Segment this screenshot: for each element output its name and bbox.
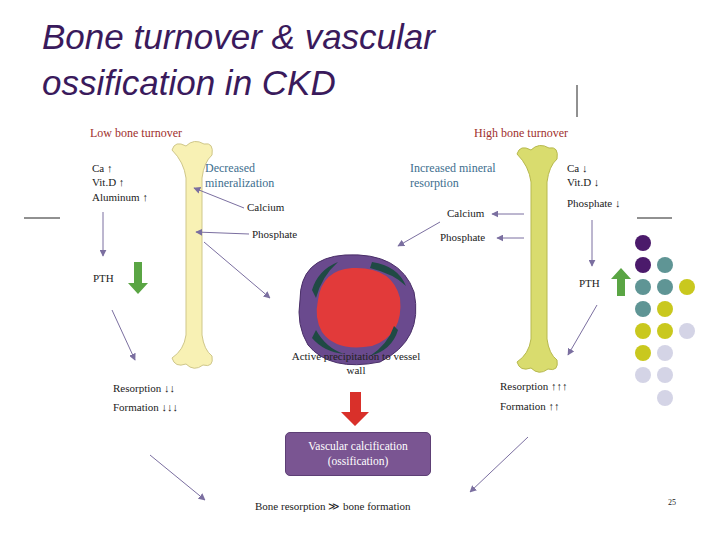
leader-arrow bbox=[196, 232, 249, 234]
dot bbox=[657, 257, 673, 273]
leader-arrow bbox=[492, 214, 524, 215]
slide-number: 25 bbox=[668, 497, 676, 508]
dot bbox=[635, 257, 651, 273]
leader-arrow bbox=[194, 188, 244, 208]
condition-text: Vit.D ↓ bbox=[567, 175, 599, 189]
leader-arrow bbox=[204, 242, 270, 298]
condition-text: Vit.D ↑ bbox=[92, 175, 124, 189]
divider-line bbox=[24, 218, 60, 219]
outcome-text: Resorption ↑↑↑ bbox=[500, 379, 568, 393]
pth-up-arrow bbox=[611, 268, 631, 296]
dot-grid bbox=[635, 235, 695, 406]
dot bbox=[657, 279, 673, 295]
vessel-lumen bbox=[317, 268, 401, 348]
leader-arrow bbox=[497, 238, 524, 239]
leader-arrow bbox=[112, 310, 135, 360]
dot bbox=[657, 345, 673, 361]
condition-text: Aluminum ↑ bbox=[92, 190, 148, 204]
slide-title: Bone turnover & vascular ossification in… bbox=[42, 14, 562, 106]
vessel-cross-section bbox=[299, 255, 416, 365]
leader-arrow bbox=[592, 220, 593, 266]
section-heading: High bone turnover bbox=[474, 126, 568, 141]
divider-line bbox=[637, 218, 672, 219]
bone-low-turnover bbox=[172, 141, 212, 368]
mineral-label: Calcium bbox=[447, 206, 484, 220]
calcium-deposit bbox=[312, 262, 338, 298]
process-note: Decreased mineralization bbox=[205, 161, 297, 191]
process-note: Increased mineral resorption bbox=[410, 161, 510, 191]
section-heading: Low bone turnover bbox=[90, 126, 182, 141]
summary-text: Bone resorption ≫ bone formation bbox=[255, 499, 411, 513]
divider-line bbox=[577, 85, 578, 117]
outcome-text: Formation ↑↑ bbox=[500, 399, 560, 413]
red-down-arrow bbox=[341, 392, 369, 426]
dot bbox=[657, 323, 673, 339]
calcium-deposit bbox=[370, 262, 406, 286]
leader-arrow bbox=[150, 455, 205, 500]
dot bbox=[657, 367, 673, 383]
dot bbox=[635, 367, 651, 383]
outcome-text: Formation ↓↓↓ bbox=[113, 400, 178, 414]
leader-lines bbox=[103, 188, 597, 500]
dot bbox=[635, 301, 651, 317]
pth-down-arrow bbox=[128, 262, 148, 294]
process-note: Active precipitation to vessel wall bbox=[286, 349, 426, 377]
box-text: Vascular calcification (ossification) bbox=[286, 437, 430, 471]
dot bbox=[657, 301, 673, 317]
leader-arrow bbox=[398, 222, 440, 246]
mineral-label: Phosphate bbox=[440, 230, 485, 244]
dot bbox=[657, 390, 673, 406]
hormone-label: PTH bbox=[93, 271, 114, 285]
dot bbox=[635, 323, 651, 339]
mineral-label: Phosphate bbox=[252, 227, 297, 241]
leader-arrow bbox=[568, 305, 597, 355]
dot bbox=[679, 323, 695, 339]
leader-arrow bbox=[103, 212, 104, 256]
dot bbox=[635, 345, 651, 361]
bone-high-turnover bbox=[517, 145, 557, 372]
condition-text: Ca ↓ bbox=[567, 161, 587, 175]
dot bbox=[635, 279, 651, 295]
condition-text: Phosphate ↓ bbox=[567, 196, 620, 210]
hormone-label: PTH bbox=[579, 276, 600, 290]
outcome-text: Resorption ↓↓ bbox=[113, 381, 175, 395]
vessel-wall bbox=[299, 255, 416, 365]
dot bbox=[679, 279, 695, 295]
process-box: Vascular calcification (ossification) bbox=[285, 432, 431, 476]
leader-arrow bbox=[470, 437, 528, 492]
condition-text: Ca ↑ bbox=[92, 161, 112, 175]
mineral-label: Calcium bbox=[247, 200, 284, 214]
dot bbox=[635, 235, 651, 251]
